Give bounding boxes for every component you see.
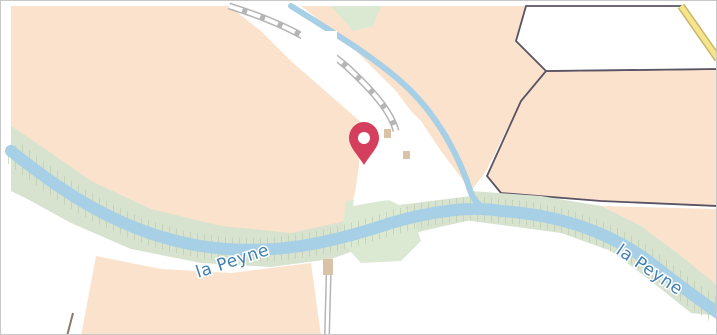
building-small-1 bbox=[384, 129, 391, 138]
track-southwest bbox=[66, 312, 74, 334]
building-north bbox=[301, 31, 337, 71]
building-small-2 bbox=[403, 151, 410, 159]
local-road[interactable] bbox=[228, 4, 398, 132]
wooded-patch-north bbox=[331, 6, 381, 31]
farmland-area-southwest bbox=[81, 256, 321, 334]
primary-road[interactable] bbox=[678, 4, 717, 61]
stream-tributary bbox=[288, 3, 494, 214]
location-pin-icon[interactable] bbox=[349, 122, 379, 165]
farmland-field-east bbox=[485, 68, 716, 207]
river-peyne bbox=[5, 145, 716, 319]
building-small-3 bbox=[323, 259, 333, 275]
